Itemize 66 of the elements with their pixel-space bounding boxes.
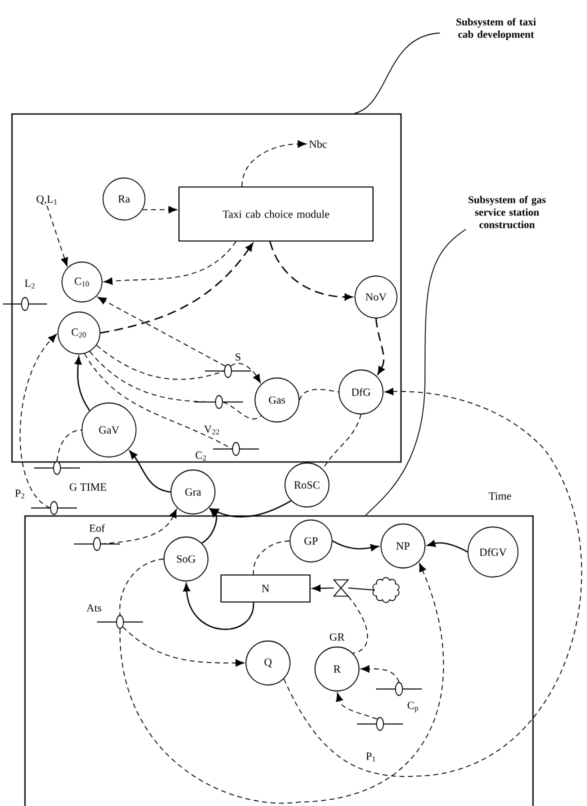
node-label: P$_{1}$ xyxy=(366,752,376,762)
labelled-valve: S xyxy=(204,353,252,378)
node-label: C$_{p}$ xyxy=(408,702,418,712)
flow-arrow xyxy=(312,584,334,592)
arrow xyxy=(336,692,378,720)
arrow xyxy=(100,243,254,334)
arrow xyxy=(360,665,400,682)
arrow xyxy=(100,509,177,544)
subsystem-title: Subsystem of gas service station construction xyxy=(468,196,546,228)
variable-label: GR xyxy=(330,633,345,641)
labelled-valve: Ats xyxy=(86,604,144,629)
arrow xyxy=(375,318,385,374)
node-label: Eof xyxy=(89,524,105,532)
arrow xyxy=(269,241,353,300)
arrow xyxy=(98,296,226,367)
connector xyxy=(299,388,339,400)
arrow xyxy=(202,509,218,544)
labelled-valve: C$_{p}$ xyxy=(376,682,422,712)
labelled-valve: P$_{1}$ xyxy=(356,717,404,762)
node-label: P$_{2}$ xyxy=(15,490,24,498)
time-label: Time xyxy=(488,492,511,500)
variable-label: Q,L$_{1}$ xyxy=(36,195,57,205)
labelled-valve: G TIME xyxy=(34,461,106,491)
arrow xyxy=(129,450,171,493)
arrow xyxy=(210,500,292,518)
connector xyxy=(119,558,164,616)
node-label: V$_{22}$ xyxy=(204,426,220,434)
arrow xyxy=(427,540,468,553)
arrow xyxy=(120,563,444,804)
connector xyxy=(222,402,262,420)
node-label: G TIME xyxy=(70,483,106,491)
flow-valve xyxy=(332,579,350,597)
connector xyxy=(56,430,82,462)
connector xyxy=(253,540,290,575)
labelled-valve: P$_{2}$ xyxy=(15,490,78,515)
leader-line xyxy=(365,228,466,516)
node-label: C$_{2}$ xyxy=(196,452,206,460)
valve-symbol xyxy=(194,395,244,409)
labelled-valve: Eof xyxy=(74,524,120,551)
connector xyxy=(96,344,224,380)
leader-line xyxy=(354,32,440,114)
node-label: Ats xyxy=(86,604,102,612)
node-label: S xyxy=(236,353,240,361)
node-label: L$_{2}$ xyxy=(24,280,35,288)
arrow xyxy=(332,540,379,552)
arrow xyxy=(242,140,306,187)
arrow xyxy=(122,626,244,667)
arrow xyxy=(20,334,57,508)
arrow xyxy=(142,206,178,214)
arrow xyxy=(183,583,254,630)
connector xyxy=(84,353,232,450)
module-box: Taxi cab choice module xyxy=(178,186,374,242)
labelled-valve: V$_{22}$ C$_{2}$ xyxy=(196,426,260,460)
stock-box: N xyxy=(220,574,311,603)
variable-label: Nbc xyxy=(309,140,327,148)
flow-pipe xyxy=(348,587,374,591)
connector xyxy=(348,596,368,654)
connector xyxy=(89,351,216,402)
arrow xyxy=(283,388,582,777)
arrow xyxy=(104,241,236,285)
cloud-symbol xyxy=(372,577,400,603)
arrow xyxy=(230,362,261,384)
subsystem-title: Subsystem of taxi cab development xyxy=(456,18,536,40)
labelled-valve: L$_{2}$ xyxy=(2,280,48,311)
arrow xyxy=(74,356,90,411)
arrow xyxy=(46,205,68,266)
